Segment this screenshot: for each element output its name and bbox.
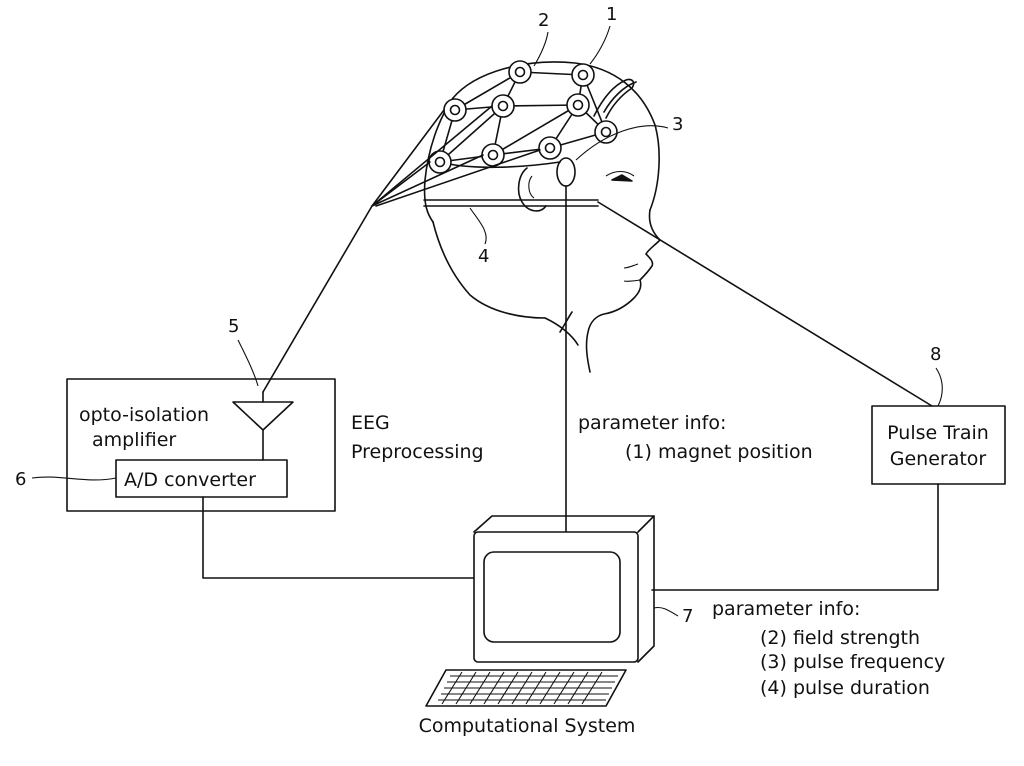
ad-converter-label: A/D converter xyxy=(124,469,256,491)
electrode xyxy=(538,136,562,160)
param-top-item1: (1) magnet position xyxy=(625,441,813,463)
ref-numeral-1: 1 xyxy=(606,4,617,25)
param-bottom-item4: (4) pulse duration xyxy=(760,677,930,699)
head-drawing xyxy=(423,61,661,373)
computer-drawing: Computational System xyxy=(419,515,655,737)
pulse-generator-label-line2: Generator xyxy=(890,448,987,470)
ref-numeral-2: 2 xyxy=(538,10,549,31)
pulse-generator-label-line1: Pulse Train xyxy=(887,422,989,444)
keyboard-keys xyxy=(438,671,618,705)
param-bottom-item3: (3) pulse frequency xyxy=(760,651,945,673)
amplifier-label-line2: amplifier xyxy=(92,429,176,451)
electrode xyxy=(428,150,452,174)
electrode xyxy=(594,120,618,144)
ref-numeral-8: 8 xyxy=(930,344,941,365)
electrode xyxy=(508,60,532,84)
electrode-net xyxy=(371,60,618,207)
param-bottom-item2: (2) field strength xyxy=(760,627,920,649)
electrode xyxy=(566,93,590,117)
ref-numeral-4: 4 xyxy=(478,246,489,267)
reference-numerals: 1 2 3 4 5 6 7 8 xyxy=(15,4,943,627)
param-top-heading: parameter info: xyxy=(578,412,726,434)
eeg-preprocessing-box: opto-isolation amplifier A/D converter xyxy=(66,378,336,512)
electrode xyxy=(443,98,467,122)
electrode xyxy=(571,63,595,87)
ref-numeral-7: 7 xyxy=(682,606,693,627)
eeg-section-label-line2: Preprocessing xyxy=(351,441,484,463)
electrode xyxy=(491,94,515,118)
connection-lines xyxy=(202,185,939,591)
eeg-section-label-line1: EEG xyxy=(351,412,390,434)
amplifier-label-line1: opto-isolation xyxy=(79,404,209,426)
computer-label: Computational System xyxy=(419,715,636,737)
parameter-info-bottom: parameter info: (2) field strength (3) p… xyxy=(712,598,945,699)
parameter-info-top: parameter info: (1) magnet position xyxy=(578,412,813,463)
ref-numeral-5: 5 xyxy=(228,316,239,337)
param-bottom-heading: parameter info: xyxy=(712,598,860,620)
pulse-train-generator-box: Pulse Train Generator xyxy=(871,405,1006,485)
ref-numeral-3: 3 xyxy=(672,114,683,135)
ref-numeral-6: 6 xyxy=(15,469,26,490)
